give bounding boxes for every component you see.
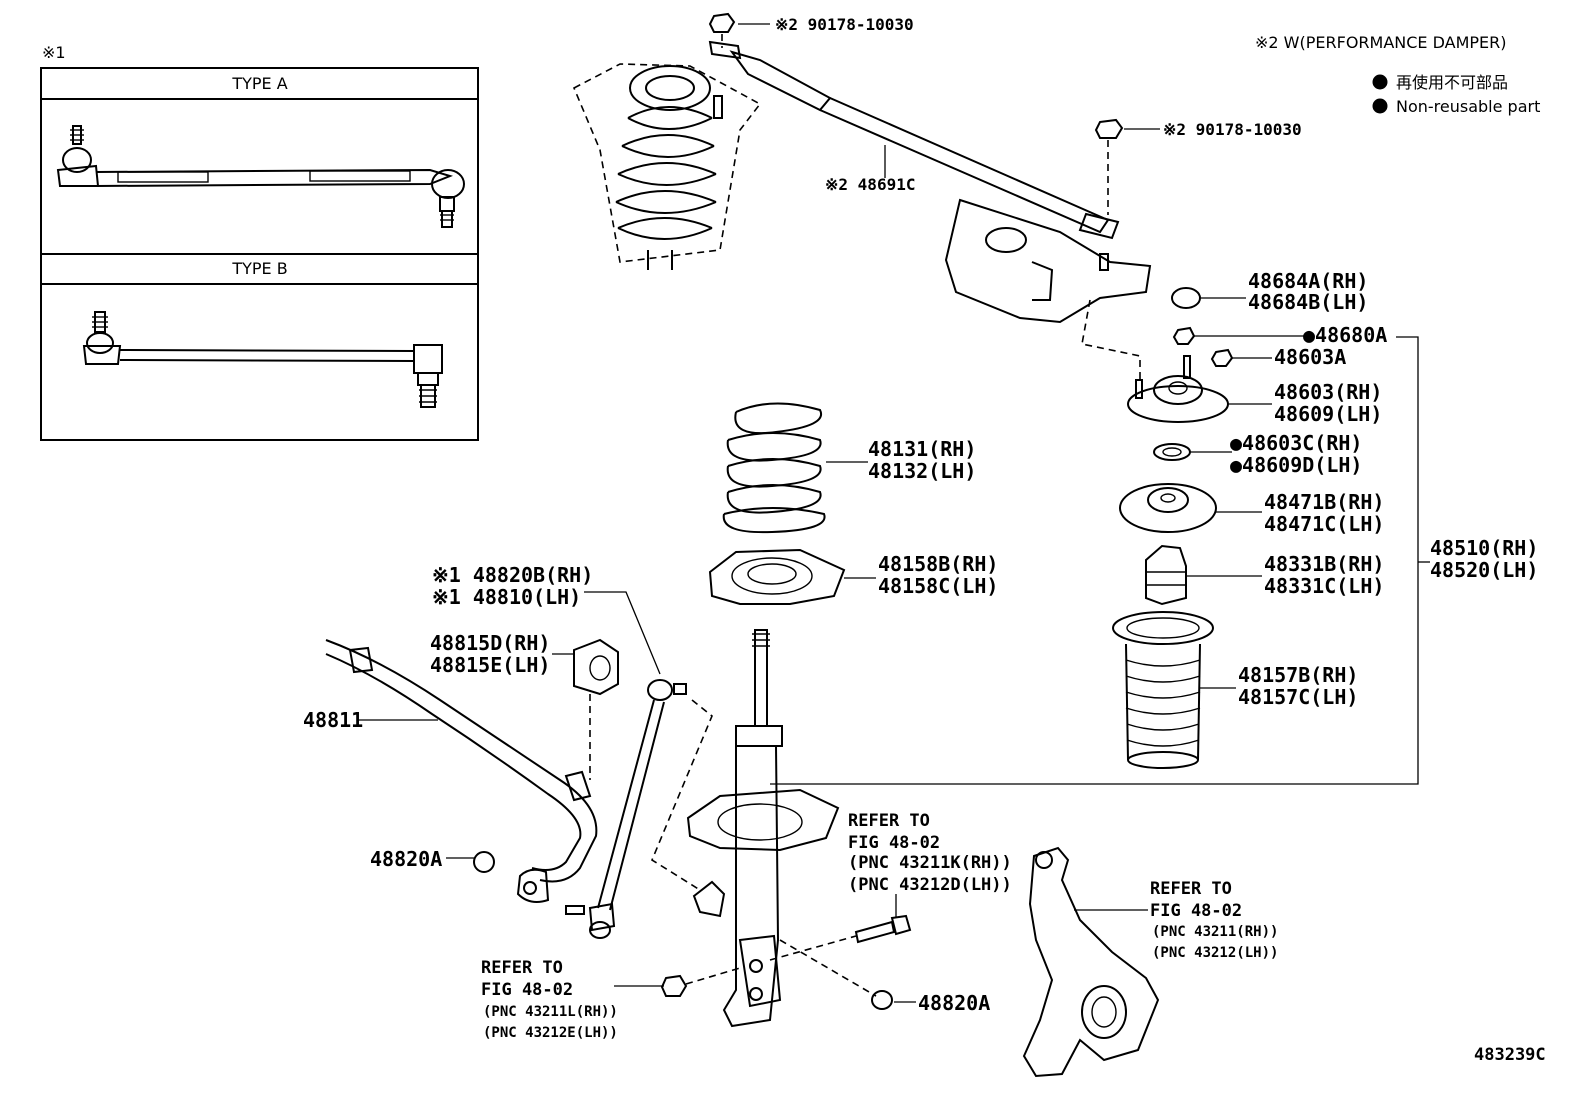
- ref-bottom-line-2: FIG 48-02: [481, 980, 573, 1000]
- nut-icon: [708, 12, 736, 33]
- label-48603a: 48603A: [1274, 345, 1346, 369]
- steering-knuckle: [1022, 846, 1160, 1078]
- strut-assembly-illustration: [572, 63, 762, 270]
- type-a-title: TYPE A: [231, 74, 287, 93]
- insulator-icon: [708, 548, 846, 605]
- bushing-icon: [573, 638, 619, 696]
- body-bracket-illustration: [944, 198, 1152, 380]
- label-48510-rh: 48510(RH): [1430, 536, 1538, 560]
- center-bolt: 48820A: [769, 914, 990, 1015]
- legend-en: Non-reusable part: [1396, 97, 1540, 116]
- label-48603-rh: 48603(RH): [1274, 380, 1382, 404]
- label-48820a-left: 48820A: [370, 847, 442, 871]
- refer-bottom: REFER TO FIG 48-02 (PNC 43211L(RH)) (PNC…: [481, 958, 741, 1041]
- spring-seat-icon: [1119, 483, 1217, 533]
- label-48157b-rh: 48157B(RH): [1238, 663, 1358, 687]
- non-reusable-marker-icon: [1372, 74, 1388, 90]
- label-48158b-rh: 48158B(RH): [878, 552, 998, 576]
- refer-center: REFER TO FIG 48-02 (PNC 43211K(RH)) (PNC…: [848, 811, 1012, 918]
- stabilizer-bushing: 48815D(RH) 48815E(LH): [430, 631, 619, 780]
- nut-icon: [1094, 118, 1124, 139]
- ref-right-line-1: REFER TO: [1150, 879, 1232, 899]
- inset-note-mark: ※1: [42, 43, 66, 62]
- type-b-title: TYPE B: [231, 259, 287, 278]
- nut-icon: [1172, 326, 1196, 345]
- label-48609-lh: 48609(LH): [1274, 402, 1382, 426]
- label-nut-right: ※2 90178-10030: [1163, 120, 1302, 139]
- nut-icon: [660, 974, 688, 997]
- type-a-link-drawing: [56, 125, 465, 228]
- bump-stopper-icon: [1145, 544, 1187, 606]
- nut-icon: [871, 990, 893, 1010]
- legend: ※2 W(PERFORMANCE DAMPER) 再使用不可部品 Non-reu…: [1255, 33, 1540, 116]
- stabilizer-link: ※1 48820B(RH) ※1 48810(LH): [432, 563, 713, 939]
- lower-insulator: 48158B(RH) 48158C(LH): [708, 548, 998, 605]
- label-48132-lh: 48132(LH): [868, 459, 976, 483]
- ref-center-line-3: (PNC 43211K(RH)): [848, 853, 1012, 873]
- label-48811: 48811: [303, 708, 363, 732]
- type-b-link-drawing: [82, 311, 443, 408]
- label-48684-lh: 48684B(LH): [1248, 290, 1368, 314]
- figure-code: 483239C: [1474, 1045, 1546, 1065]
- label-48820a-right: 48820A: [918, 991, 990, 1015]
- label-damper: ※2 48691C: [825, 175, 915, 194]
- performance-damper: ※2 90178-10030 ※2 48691C ※2 90178-10030: [708, 12, 1302, 240]
- label-48609d-lh: ●48609D(LH): [1230, 453, 1362, 477]
- upper-mount-parts: 48684A(RH) 48684B(LH) ●48680A 48603A 486…: [770, 269, 1538, 785]
- ref-right-line-3: (PNC 43211(RH)): [1152, 924, 1278, 940]
- label-48810-lh: ※1 48810(LH): [432, 585, 581, 609]
- ref-bottom-line-4: (PNC 43212E(LH)): [483, 1025, 618, 1041]
- ref-right-line-4: (PNC 43212(LH)): [1152, 945, 1278, 961]
- bolt-icon: [854, 920, 896, 944]
- label-48131-rh: 48131(RH): [868, 437, 976, 461]
- stabilizer-bar: 48811 48820A: [303, 639, 598, 903]
- label-48331b-rh: 48331B(RH): [1264, 552, 1384, 576]
- nut-icon: [473, 851, 495, 873]
- label-48157c-lh: 48157C(LH): [1238, 685, 1358, 709]
- refer-right: REFER TO FIG 48-02 (PNC 43211(RH)) (PNC …: [1150, 879, 1278, 961]
- label-nut-top: ※2 90178-10030: [775, 15, 914, 34]
- cap-icon: [1171, 287, 1201, 309]
- ref-right-line-2: FIG 48-02: [1150, 901, 1242, 921]
- ref-center-line-2: FIG 48-02: [848, 833, 940, 853]
- label-48820b-rh: ※1 48820B(RH): [432, 563, 593, 587]
- label-48815e-lh: 48815E(LH): [430, 653, 550, 677]
- bearing-icon: [1153, 443, 1191, 461]
- nut-icon: [1210, 348, 1234, 367]
- ref-center-line-1: REFER TO: [848, 811, 930, 831]
- ref-center-line-4: (PNC 43212D(LH)): [848, 875, 1012, 895]
- label-48684-rh: 48684A(RH): [1248, 269, 1368, 293]
- label-48680a: ●48680A: [1303, 323, 1387, 347]
- label-48520-lh: 48520(LH): [1430, 558, 1538, 582]
- dust-boot-icon: [1112, 611, 1214, 645]
- label-48331c-lh: 48331C(LH): [1264, 574, 1384, 598]
- label-48471c-lh: 48471C(LH): [1264, 512, 1384, 536]
- label-48815d-rh: 48815D(RH): [430, 631, 550, 655]
- shock-absorber: [686, 629, 840, 1028]
- label-48471b-rh: 48471B(RH): [1264, 490, 1384, 514]
- stabilizer-link-inset: ※1 TYPE A TYPE B: [40, 43, 479, 441]
- ref-bottom-line-3: (PNC 43211L(RH)): [483, 1004, 618, 1020]
- ref-bottom-line-1: REFER TO: [481, 958, 563, 978]
- label-48603c-rh: ●48603C(RH): [1230, 431, 1362, 455]
- legend-jp: 再使用不可部品: [1396, 73, 1508, 92]
- legend-note-2: ※2 W(PERFORMANCE DAMPER): [1255, 33, 1507, 52]
- coil-spring: 48131(RH) 48132(LH): [722, 402, 976, 534]
- label-48158c-lh: 48158C(LH): [878, 574, 998, 598]
- non-reusable-marker-icon: [1372, 98, 1388, 114]
